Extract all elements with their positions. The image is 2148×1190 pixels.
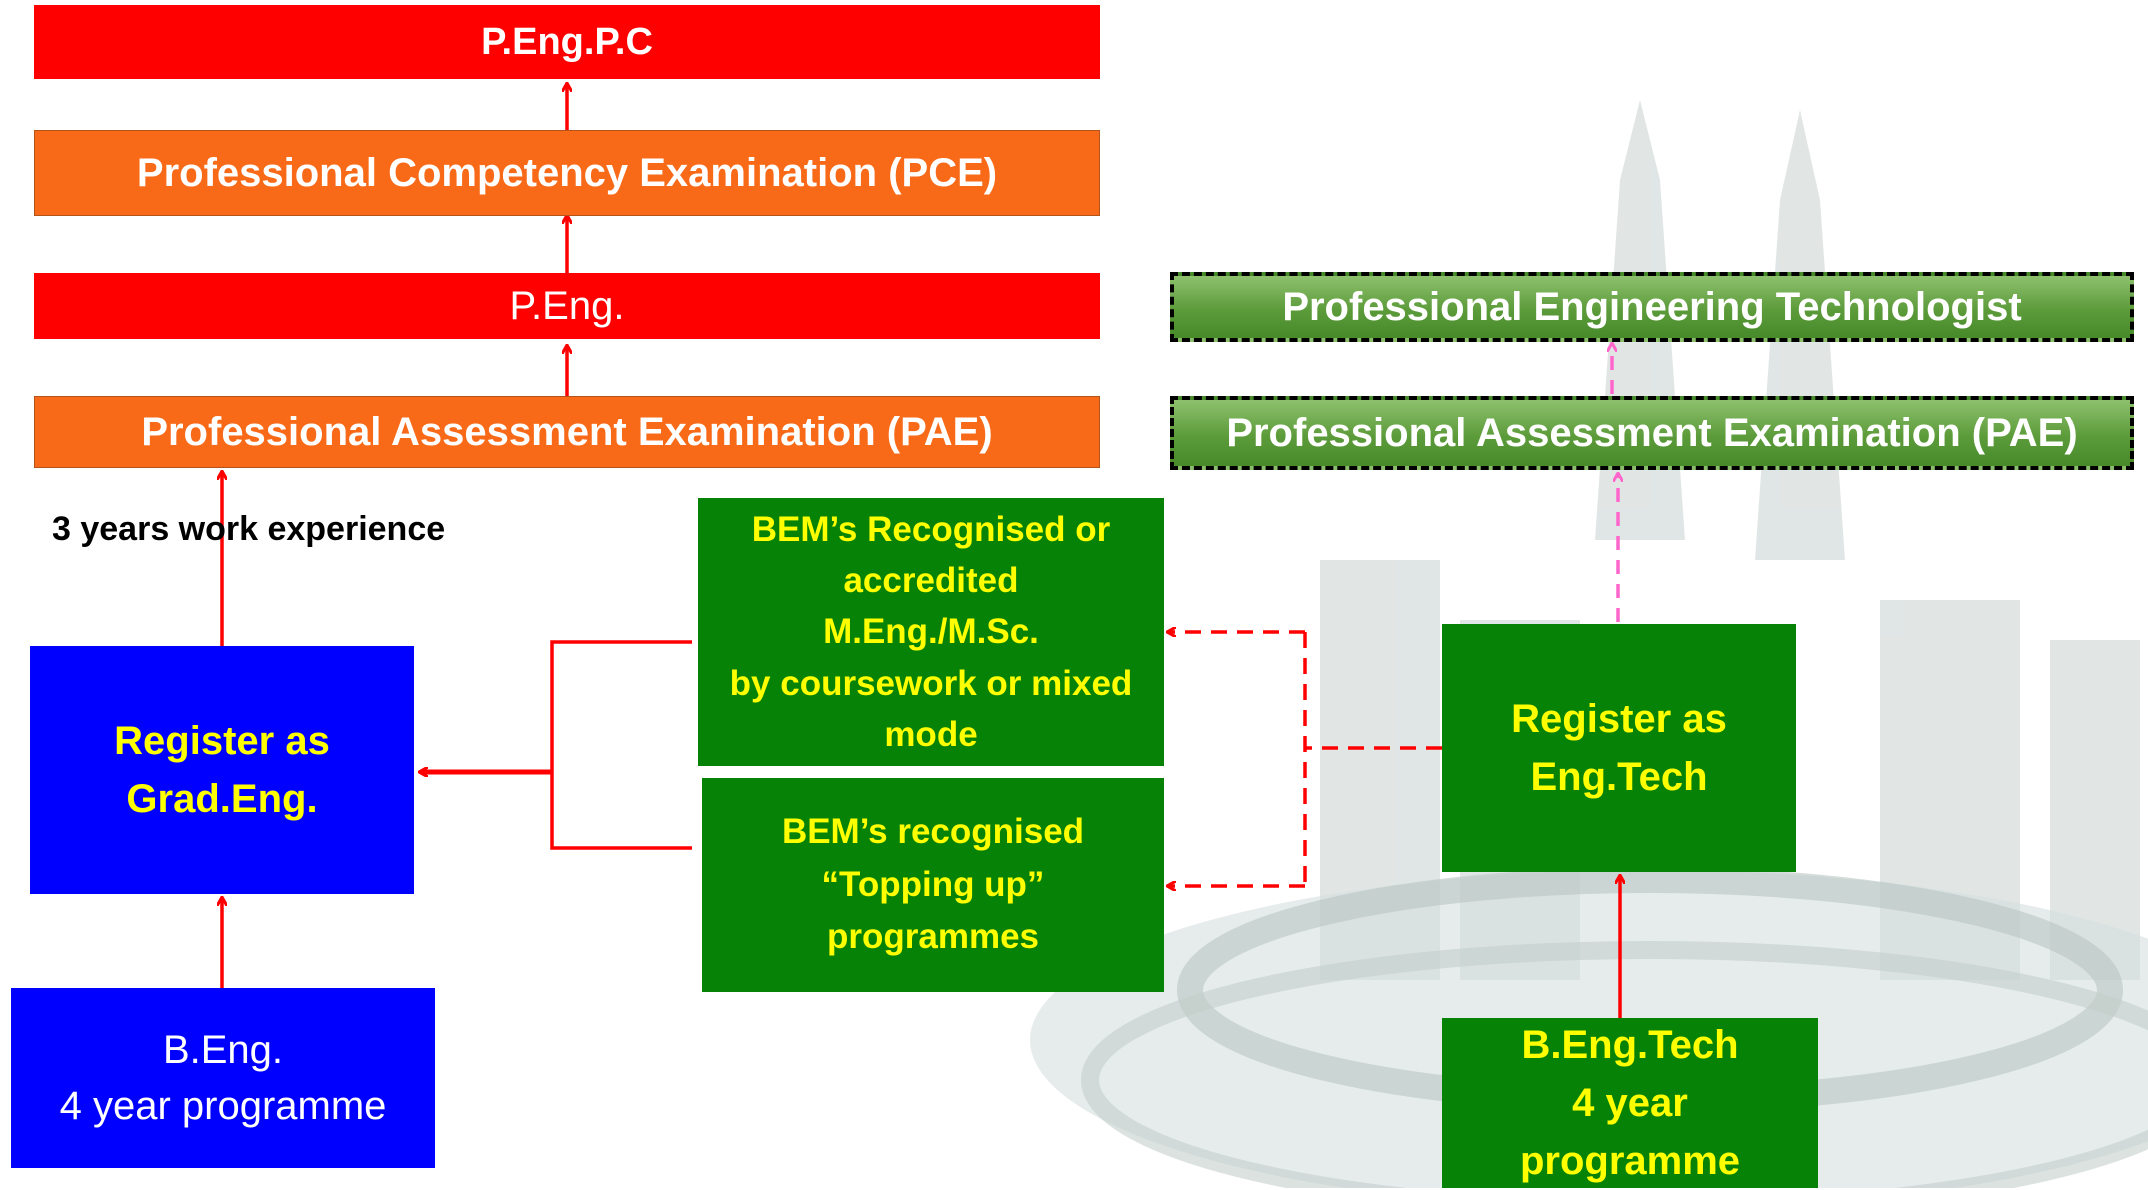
pae-right-label: Professional Assessment Examination (PAE… — [1226, 410, 2078, 455]
grad-eng-box: Register as Grad.Eng. — [30, 646, 414, 894]
pet-box: Professional Engineering Technologist — [1170, 272, 2134, 342]
pae-left-label: Professional Assessment Examination (PAE… — [141, 409, 993, 454]
beng-label: B.Eng. 4 year programme — [59, 1028, 387, 1128]
pce-box: Professional Competency Examination (PCE… — [34, 130, 1100, 216]
pce-label: Professional Competency Examination (PCE… — [136, 150, 998, 195]
peng-label: P.Eng. — [509, 283, 625, 328]
bem-recognised-box: BEM’s Recognised or accredited M.Eng./M.… — [698, 498, 1164, 766]
pae-right-box: Professional Assessment Examination (PAE… — [1170, 396, 2134, 470]
grad-eng-label: Register as Grad.Eng. — [114, 719, 330, 821]
eng-tech-box: Register as Eng.Tech — [1442, 624, 1796, 872]
pet-label: Professional Engineering Technologist — [1282, 284, 2022, 329]
peng-pc-box: P.Eng.P.C — [34, 5, 1100, 79]
beng-tech-box: B.Eng.Tech 4 year programme — [1442, 1018, 1818, 1188]
peng-box: P.Eng. — [34, 273, 1100, 339]
pae-left-box: Professional Assessment Examination (PAE… — [34, 396, 1100, 468]
topping-up-label: BEM’s recognised “Topping up” programmes — [781, 812, 1085, 957]
eng-tech-label: Register as Eng.Tech — [1511, 697, 1727, 799]
bem-recognised-label: BEM’s Recognised or accredited M.Eng./M.… — [729, 510, 1133, 754]
work-experience-label: 3 years work experience — [52, 510, 446, 548]
topping-up-box: BEM’s recognised “Topping up” programmes — [702, 778, 1164, 992]
beng-tech-label: B.Eng.Tech 4 year programme — [1519, 1023, 1741, 1183]
peng-pc-label: P.Eng.P.C — [481, 20, 653, 63]
beng-box: B.Eng. 4 year programme — [11, 988, 435, 1168]
